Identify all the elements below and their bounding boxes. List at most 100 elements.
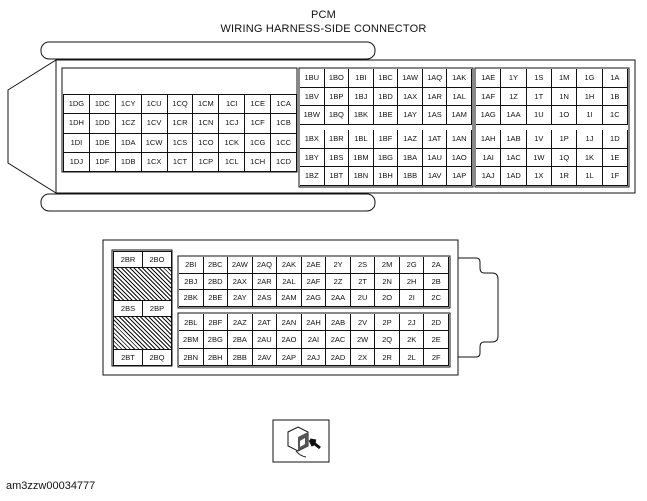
pin-cell: 1B [602,87,628,107]
pin-cell: 1CO [193,133,220,153]
pin-cell: 2AW [228,257,253,274]
pin-cell: 1L [577,167,603,186]
pin-cell: 2BP [143,301,172,317]
pin-cell: 1CV [141,114,168,134]
pin-cell: 2V [350,314,376,332]
pin-cell: 1BA [398,148,423,168]
pin-cell: 1AA [501,106,527,125]
pin-cell: 2J [399,314,425,332]
pin-cell: 2BQ [143,350,172,366]
pin-cell: 1Y [501,69,527,88]
hatched-spacer [114,317,172,350]
pin-cell: 1AK [447,69,472,88]
pin-cell: 1R [552,167,578,186]
pin-cell: 2X [350,348,376,366]
pin-cell: 1BR [324,130,350,149]
pin-cell: 1AB [501,130,527,149]
pin-cell: 1AD [501,167,527,186]
hatched-spacer [114,268,172,301]
pin-cell: 1N [552,87,578,107]
pin-cell: 2AY [228,290,253,307]
pin-cell: 2N [375,273,400,291]
pin-cell: 1DC [89,95,116,115]
pin-cell: 1AH [476,130,502,149]
pin-cell: 1DB [115,152,142,172]
pin-cell: 2BM [179,331,204,349]
pin-cell: 1H [577,87,603,107]
pin-cell: 2E [424,331,449,349]
pin-cell: 2Q [375,331,400,349]
pin-cell: 1CA [271,95,297,115]
pin-cell: 2AA [326,290,351,307]
pin-cell: 1T [526,87,552,107]
pin-cell: 1J [577,130,603,149]
pin-cell: 1O [552,106,578,125]
pin-cell: 2AZ [228,314,253,332]
pin-cell: 1AT [422,130,448,149]
pin-cell: 2AG [301,290,327,307]
pin-cell: 2S [350,257,376,274]
pin-cell: 1W [526,148,552,168]
pin-cell: 1BW [300,106,325,125]
pin-cell: 1BC [373,69,399,88]
diagram-title: PCM [310,9,337,21]
pin-cell: 2C [424,290,449,307]
pin-cell: 1CT [167,152,194,172]
pin-cell: 1S [526,69,552,88]
pin-cell: 2BD [203,273,229,291]
pin-cell: 2BC [203,257,229,274]
pin-cell: 2P [375,314,400,332]
pin-cell: 1DA [115,133,142,153]
pin-cell: 1DE [89,133,116,153]
pin-cell: 2Y [326,257,351,274]
pin-cell: 1AO [447,148,472,168]
pin-cell: 2H [399,273,425,291]
pin-cell: 1BQ [324,106,350,125]
pin-cell: 1AX [398,87,423,107]
pin-cell: 1P [552,130,578,149]
pin-cell: 2AP [277,348,302,366]
pin-cell: 2AS [252,290,278,307]
pin-cell: 2M [375,257,400,274]
pin-cell: 2T [350,273,376,291]
pin-cell: 1CP [193,152,220,172]
pin-cell: 1G [577,69,603,88]
pin-cell: 1CH [245,152,272,172]
pin-cell: 2G [399,257,425,274]
pin-cell: 2AU [252,331,278,349]
pin-cell: 2AC [326,331,351,349]
pin-cell: 1CL [219,152,246,172]
pin-cell: 1AV [422,167,448,186]
pin-cell: 1BJ [349,87,374,107]
pin-cell: 1Q [552,148,578,168]
pin-cell: 2R [375,348,400,366]
pin-cell: 2AF [301,273,327,291]
pin-cell: 2AI [301,331,327,349]
pin-cell: 1I [577,106,603,125]
pin-cell: 1BV [300,87,325,107]
pin-cell: 1AI [476,148,502,168]
pin-cell: 2AT [252,314,278,332]
pin-cell: 1BM [349,148,374,168]
pin-cell: 1BF [373,130,399,149]
pin-cell: 1AN [447,130,472,149]
pin-cell: 2AJ [301,348,327,366]
pin-cell: 2BG [203,331,229,349]
figure-code: am3zzw00034777 [6,480,96,492]
pin-cell: 2BI [179,257,204,274]
pin-cell: 2AR [252,273,278,291]
pin-cell: 1V [526,130,552,149]
pin-cell: 2AN [277,314,302,332]
pin-cell: 1BI [349,69,374,88]
pin-cell: 1K [577,148,603,168]
pin-cell: 2AV [252,348,278,366]
pin-cell: 2BK [179,290,204,307]
pin-cell: 1CF [245,114,272,134]
pin-cell: 2BT [114,350,143,366]
pin-cell: 1CW [141,133,168,153]
pin-cell: 2BJ [179,273,204,291]
pin-cell: 1CG [245,133,272,153]
